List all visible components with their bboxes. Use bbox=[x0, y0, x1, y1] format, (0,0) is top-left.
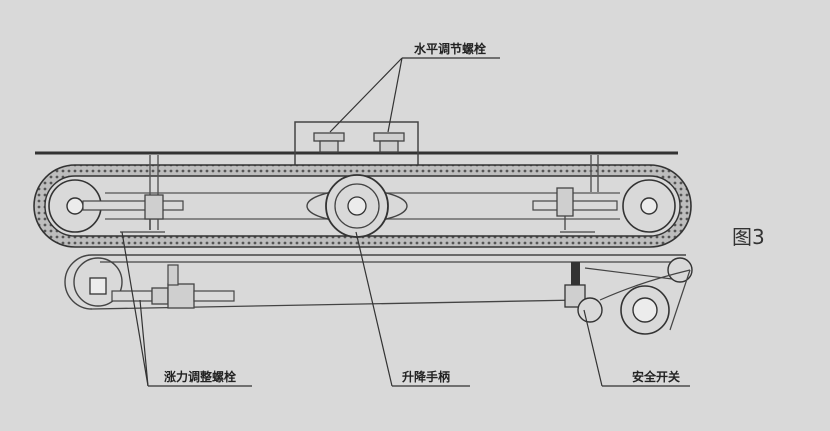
figure-label: 图3 bbox=[732, 225, 765, 249]
left-pulley bbox=[48, 179, 102, 233]
tension-bolt-label: 涨力调整螺栓 bbox=[164, 369, 236, 384]
right-tension-shaft bbox=[532, 187, 618, 230]
safety-switch-assembly bbox=[564, 257, 693, 335]
tension-assembly bbox=[64, 254, 581, 310]
left-tension-shaft bbox=[82, 194, 184, 230]
lift-handle-label: 升降手柄 bbox=[402, 369, 450, 384]
safety-switch-label: 安全开关 bbox=[632, 369, 680, 384]
lower-frame bbox=[92, 231, 686, 263]
leader-lines bbox=[121, 57, 690, 387]
horizontal-bolt-label: 水平调节螺栓 bbox=[414, 41, 486, 56]
lift-wheel bbox=[306, 174, 408, 238]
right-pulley bbox=[622, 179, 676, 233]
